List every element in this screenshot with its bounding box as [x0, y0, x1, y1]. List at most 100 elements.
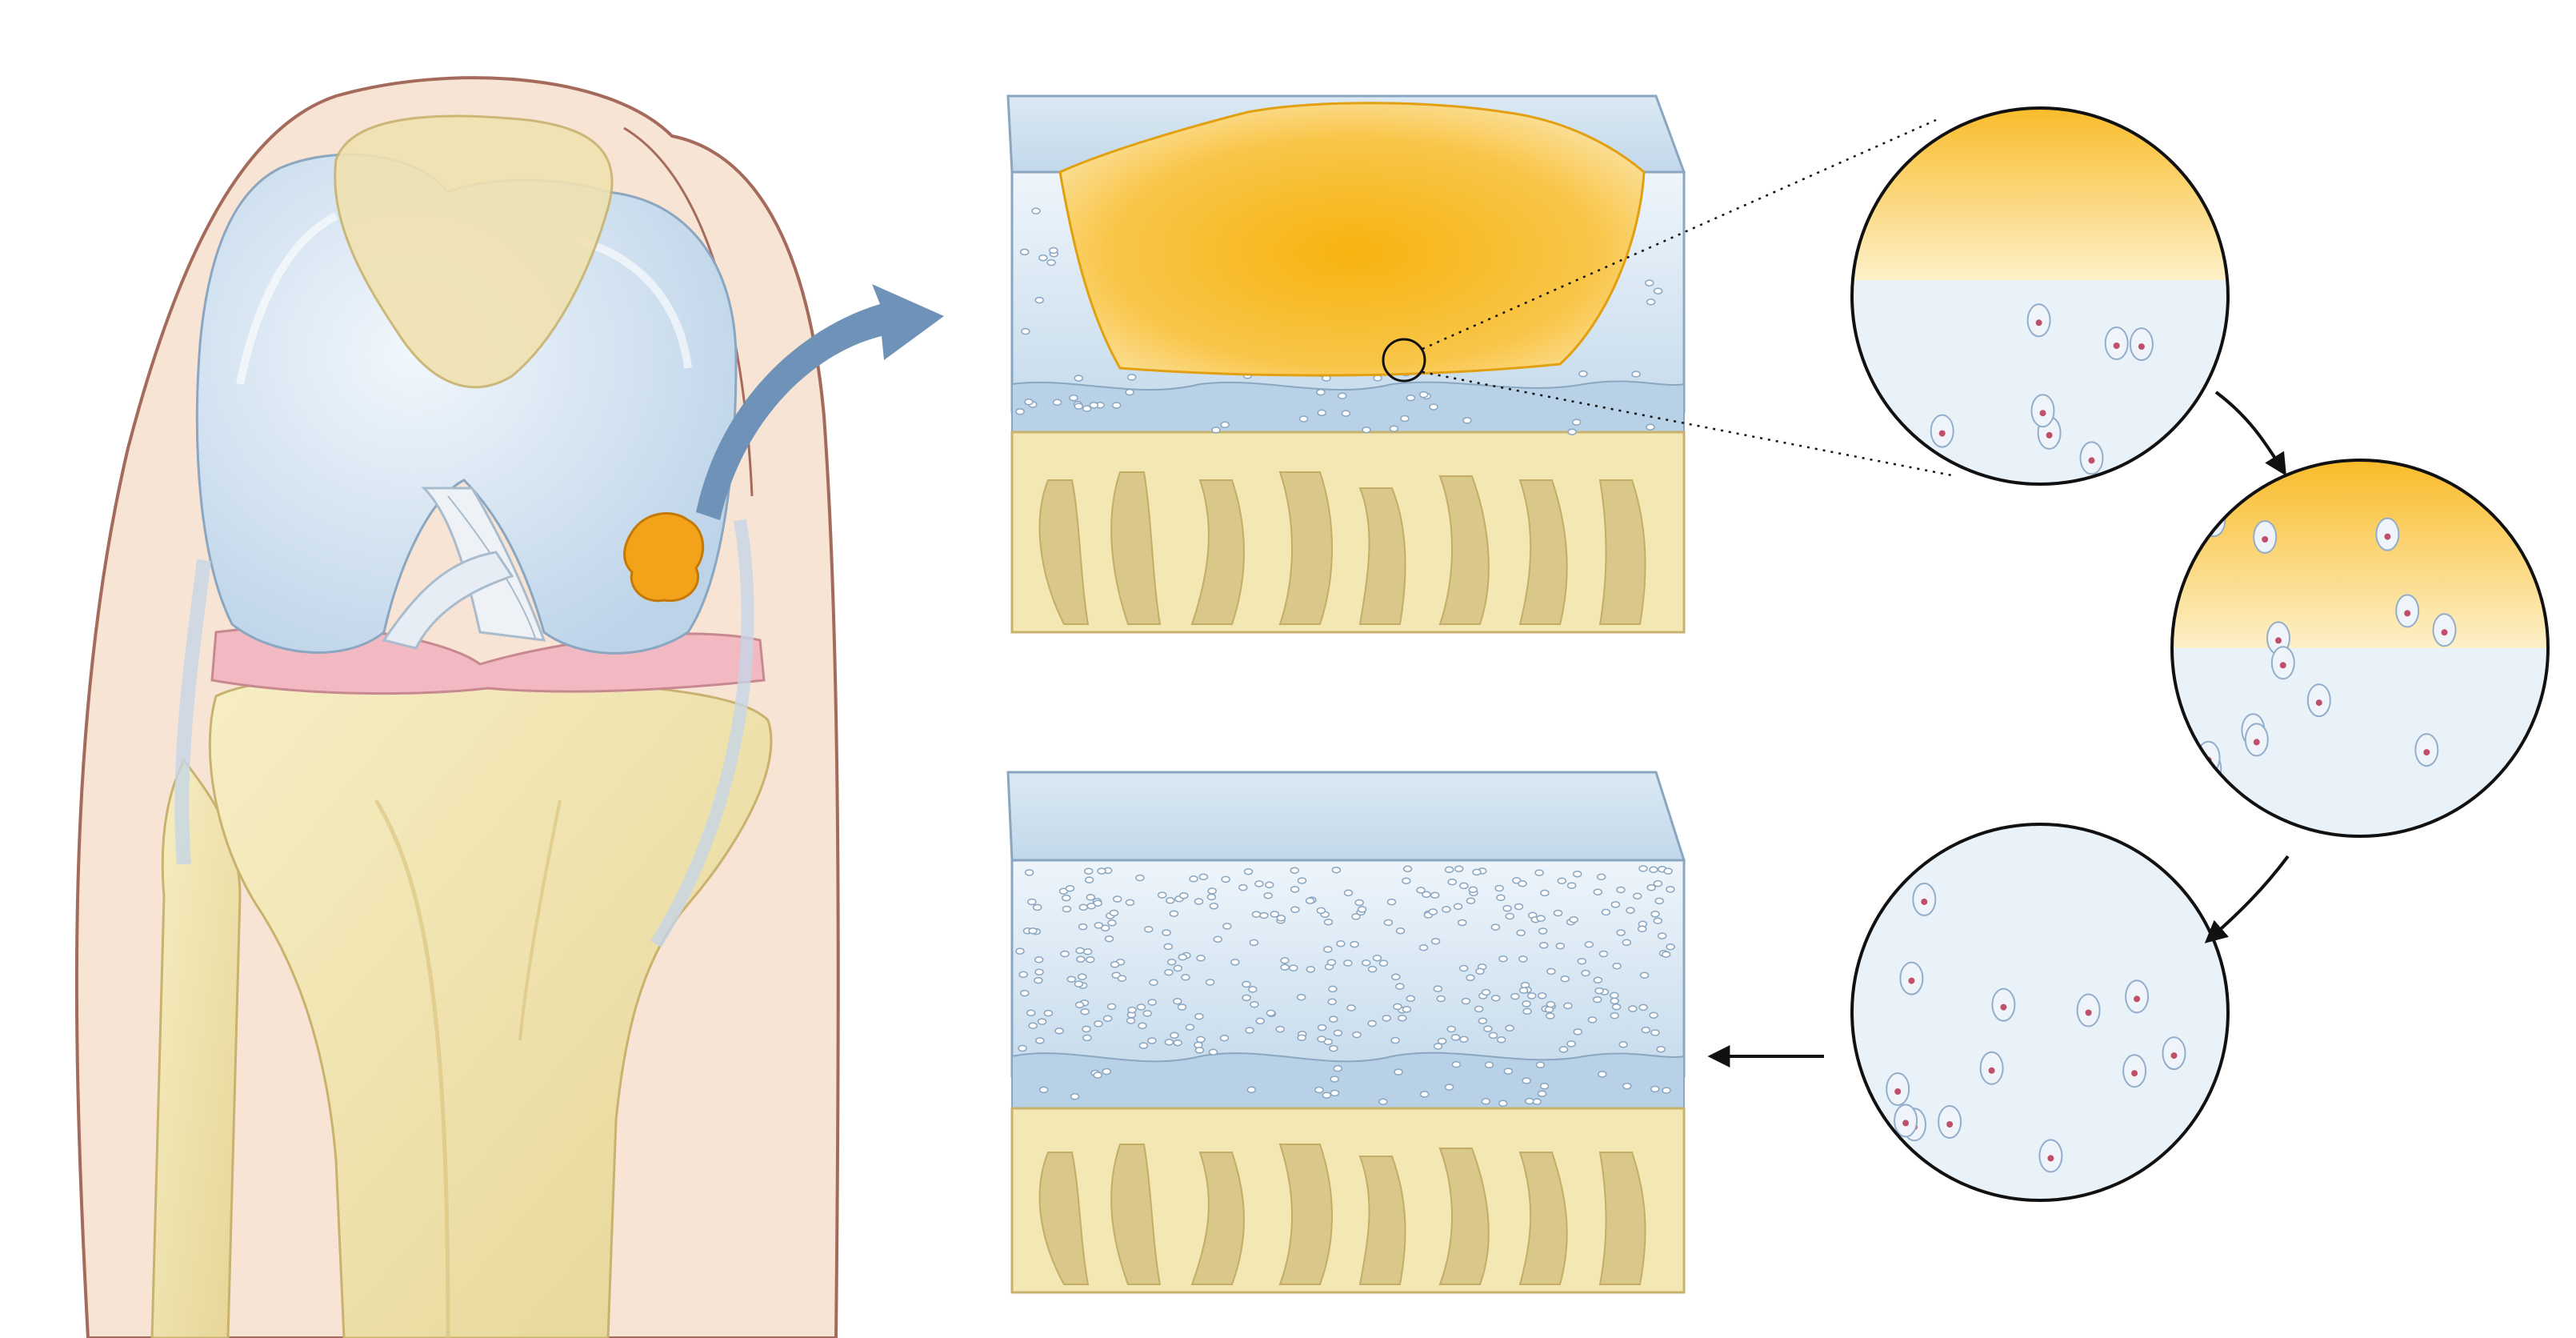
- chondrocyte: [1638, 1004, 1648, 1012]
- chondrocyte: [1018, 971, 1028, 979]
- chondrocyte: [1584, 941, 1594, 948]
- chondrocyte: [1069, 394, 1078, 402]
- chondrocyte: [1125, 899, 1135, 907]
- chondrocyte: [1428, 908, 1438, 915]
- chondrocyte: [1395, 983, 1405, 990]
- chondrocyte: [1138, 1022, 1147, 1030]
- chondrocyte: [1242, 994, 1251, 1002]
- chondrocyte: [1546, 967, 1556, 975]
- zoom-target: [1382, 338, 1426, 383]
- chondrocyte: [1331, 866, 1342, 874]
- chondrocyte: [1062, 905, 1072, 913]
- chondrocyte: [1083, 867, 1094, 875]
- chondrocyte: [1430, 937, 1441, 945]
- chondrocyte: [1078, 923, 1088, 931]
- chondrocyte: [1290, 906, 1300, 913]
- chondrocyte: [1166, 958, 1177, 966]
- chondrocyte: [1540, 889, 1550, 897]
- chondrocyte: [1532, 1098, 1542, 1105]
- chondrocyte: [1578, 370, 1588, 378]
- chondrocyte: [1466, 974, 1475, 982]
- chondrocyte: [1104, 935, 1114, 943]
- chondrocyte: [1035, 1037, 1045, 1044]
- chondrocyte: [1093, 1072, 1102, 1079]
- chondrocyte: [1220, 421, 1230, 429]
- chondrocyte: [1179, 891, 1189, 899]
- chondrocyte: [1558, 1046, 1569, 1053]
- chondrocyte: [1078, 903, 1089, 911]
- chondrocyte: [1207, 887, 1217, 895]
- chondrocyte: [1654, 897, 1664, 905]
- chondrocyte: [1496, 1036, 1506, 1044]
- chondrocyte: [1173, 1039, 1182, 1047]
- chondrocyte: [1034, 976, 1043, 984]
- chondrocyte: [1498, 955, 1508, 963]
- chondrocyte: [1019, 248, 1030, 256]
- chondrocyte: [1378, 1098, 1388, 1105]
- medial-collateral-ligament: [174, 559, 211, 865]
- chondrocyte: [1112, 895, 1122, 903]
- chondrocyte: [1400, 415, 1410, 423]
- chondrocyte: [1611, 1003, 1622, 1011]
- chondrocyte: [1074, 403, 1084, 410]
- chondrocyte: [1038, 254, 1048, 262]
- chondrocyte: [1553, 909, 1563, 917]
- chondrocyte: [1222, 923, 1232, 930]
- chondrocyte: [1170, 1032, 1179, 1040]
- chondrocyte: [1194, 1047, 1205, 1054]
- chondrocyte: [1251, 911, 1262, 918]
- chondrocyte: [1481, 988, 1491, 996]
- chondrocyte: [1650, 1029, 1660, 1036]
- chondrocyte: [1457, 919, 1467, 927]
- cell-nucleus: [2088, 457, 2095, 464]
- cell: [2162, 833, 2187, 867]
- knee-illustration: [74, 76, 944, 1338]
- chondrocyte: [1496, 894, 1506, 902]
- chondrocyte: [1209, 903, 1219, 910]
- chondrocyte: [1592, 995, 1602, 1004]
- chondrocyte: [1402, 865, 1413, 873]
- chondrocyte: [1157, 891, 1167, 899]
- chondrocyte: [1372, 954, 1382, 962]
- chondrocyte: [1546, 1000, 1556, 1008]
- chondrocyte: [1316, 907, 1326, 915]
- chondrocyte: [1027, 898, 1037, 906]
- chondrocyte: [1454, 865, 1464, 872]
- chondrocyte: [1546, 1012, 1555, 1020]
- chondrocyte: [1616, 929, 1626, 936]
- chondrocyte: [1136, 1004, 1146, 1011]
- chondrocyte: [1637, 925, 1647, 933]
- chondrocyte: [1638, 865, 1648, 872]
- lateral-collateral-ligament: [650, 519, 754, 948]
- chondrocyte: [1402, 877, 1411, 884]
- chondrocyte: [1461, 997, 1471, 1005]
- chondrocyte: [1084, 876, 1094, 883]
- chondrocyte: [1343, 959, 1353, 967]
- chondrocyte: [1164, 968, 1174, 976]
- chondrocyte: [1367, 1020, 1377, 1028]
- chondrocyte: [1478, 1017, 1488, 1024]
- chondrocyte: [1110, 961, 1120, 968]
- cell-nucleus: [2275, 637, 2282, 644]
- chondrocyte: [1594, 987, 1604, 995]
- chondrocyte: [1610, 997, 1619, 1005]
- chondrocyte: [1612, 962, 1622, 970]
- chondrocyte: [1316, 388, 1326, 396]
- chondrocyte: [1444, 866, 1454, 874]
- cell: [1892, 833, 1917, 867]
- chondrocyte: [1297, 1034, 1306, 1041]
- chondrocyte: [1246, 1086, 1257, 1094]
- chondrocyte: [1661, 951, 1671, 958]
- chondrocyte: [1656, 1045, 1666, 1053]
- chondrocyte: [1646, 423, 1655, 431]
- chondrocyte: [1641, 1026, 1651, 1034]
- chondrocyte: [1573, 1028, 1583, 1036]
- chondrocyte: [1038, 1086, 1049, 1094]
- chondrocyte: [1373, 375, 1382, 382]
- chondrocyte: [1632, 892, 1642, 899]
- chondrocyte: [1494, 884, 1504, 892]
- chondrocyte: [1205, 979, 1215, 986]
- chondrocyte: [1525, 1097, 1534, 1105]
- chondrocyte: [1082, 1034, 1092, 1042]
